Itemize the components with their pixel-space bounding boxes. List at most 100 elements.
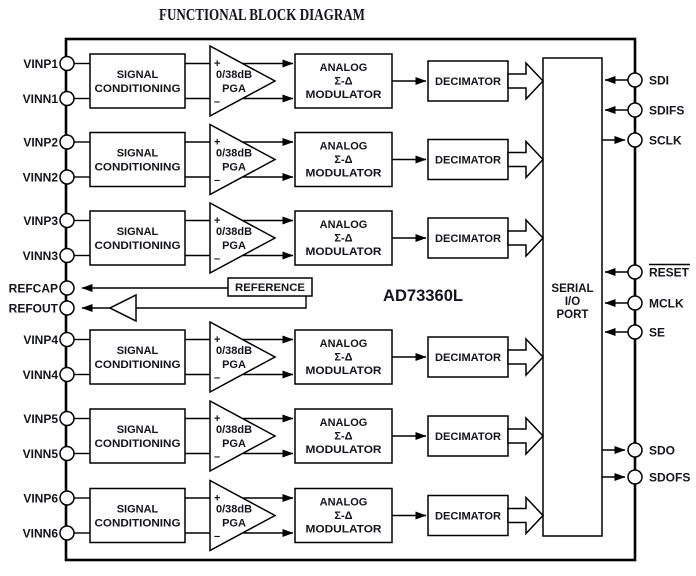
vinn-pin-label-1: VINN1 (23, 92, 59, 106)
modulator-label3-1: MODULATOR (306, 89, 382, 101)
vinn-pin-label-3: VINN3 (23, 249, 59, 263)
pga-gain-label-2: 0/38dB (216, 148, 252, 160)
modulator-label3-4: MODULATOR (306, 365, 382, 377)
pga-minus-sign-6: – (214, 531, 220, 543)
signal-conditioning-label1-5: SIGNAL (117, 424, 159, 436)
pga-triangle-2 (209, 123, 277, 196)
signal-conditioning-label2-3: CONDITIONING (95, 240, 181, 252)
pga-minus-sign-3: – (214, 253, 220, 265)
channel-5: VINP5VINN5SIGNALCONDITIONING+–0/38dBPGAA… (23, 399, 545, 473)
pga-name-label-1: PGA (222, 83, 246, 95)
pin-label: RESET (649, 266, 690, 280)
decimator-box-4 (427, 336, 509, 378)
pga-gain-label-3: 0/38dB (216, 226, 252, 238)
decimator-to-port-block-arrow-1 (507, 61, 545, 101)
channel-6: VINP6VINN6SIGNALCONDITIONING+–0/38dBPGAA… (23, 479, 545, 552)
pin-terminal (627, 469, 643, 485)
serial-port-box (542, 57, 603, 537)
pga-triangle-3 (209, 201, 277, 275)
vinn-pin-label-2: VINN2 (23, 171, 59, 185)
pga-triangle-6 (209, 479, 277, 552)
modulator-box-1 (294, 53, 393, 109)
pga-plus-sign-1: + (214, 58, 220, 70)
decimator-label-3: DECIMATOR (435, 233, 501, 245)
signal-conditioning-box-1 (89, 53, 186, 109)
pga-plus-sign-3: + (214, 215, 220, 227)
vinp-pin-label-5: VINP5 (23, 412, 58, 426)
modulator-label1-4: ANALOG (320, 338, 368, 350)
modulator-label2-3: Σ-Δ (334, 233, 352, 245)
signal-conditioning-box-4 (89, 329, 186, 385)
decimator-label-4: DECIMATOR (435, 352, 501, 364)
signal-conditioning-box-3 (89, 210, 186, 266)
pga-name-label-4: PGA (222, 359, 246, 371)
pga-name-label-3: PGA (222, 240, 246, 252)
refout-buffer-triangle (108, 293, 137, 323)
modulator-box-5 (294, 408, 393, 464)
modulator-label3-5: MODULATOR (306, 444, 382, 456)
modulator-label2-6: Σ-Δ (334, 510, 352, 522)
serial-io-port-block: SERIAL I/O PORT (542, 57, 603, 537)
pin-terminal (627, 324, 643, 340)
pga-triangle-1 (209, 44, 277, 118)
signal-conditioning-label1-6: SIGNAL (117, 504, 159, 516)
vinn-terminal-4 (59, 366, 75, 383)
pga-gain-label-6: 0/38dB (216, 504, 252, 516)
channel-3: VINP3VINN3SIGNALCONDITIONING+–0/38dBPGAA… (23, 201, 545, 275)
decimator-to-port-block-arrow-2 (507, 139, 545, 180)
reference-box (227, 277, 313, 297)
modulator-label3-3: MODULATOR (306, 246, 382, 258)
modulator-label2-1: Σ-Δ (334, 76, 352, 88)
signal-conditioning-label1-3: SIGNAL (117, 226, 159, 238)
vinn-terminal-1 (59, 90, 75, 107)
signal-conditioning-label1-2: SIGNAL (117, 148, 159, 160)
vinp-pin-label-1: VINP1 (23, 57, 58, 71)
refout-pin-label: REFOUT (9, 302, 59, 316)
decimator-box-6 (427, 494, 509, 537)
decimator-to-port-block-arrow-3 (507, 218, 545, 258)
vinp-terminal-6 (59, 490, 75, 506)
channel-4: VINP4VINN4SIGNALCONDITIONING+–0/38dBPGAA… (23, 320, 545, 394)
signal-conditioning-label2-6: CONDITIONING (95, 518, 181, 530)
modulator-label2-5: Σ-Δ (334, 431, 352, 443)
vinp-terminal-5 (59, 410, 75, 427)
signal-conditioning-box-5 (89, 408, 186, 464)
right-pin-se: SE (604, 324, 665, 340)
pga-plus-sign-5: + (214, 413, 220, 425)
modulator-label1-6: ANALOG (320, 497, 368, 509)
right-pin-sdofs: SDOFS (602, 469, 690, 485)
modulator-label1-2: ANALOG (320, 141, 368, 153)
pga-gain-label-1: 0/38dB (216, 69, 252, 81)
reference-block: REFERENCE REFCAP REFOUT (9, 277, 313, 323)
pga-name-label-2: PGA (222, 162, 246, 174)
vinn-terminal-5 (59, 445, 75, 462)
pin-label: MCLK (649, 297, 684, 311)
pin-terminal (627, 132, 643, 148)
vinp-pin-label-3: VINP3 (23, 214, 58, 228)
decimator-label-1: DECIMATOR (435, 76, 501, 88)
pga-gain-label-5: 0/38dB (216, 424, 252, 436)
signal-conditioning-label2-1: CONDITIONING (95, 83, 181, 95)
signal-conditioning-label2-5: CONDITIONING (95, 438, 181, 450)
refout-terminal (59, 300, 75, 316)
decimator-label-2: DECIMATOR (435, 155, 501, 167)
signal-conditioning-label2-4: CONDITIONING (95, 359, 181, 371)
pga-minus-sign-2: – (214, 175, 220, 187)
pin-terminal (627, 72, 643, 88)
vinn-terminal-2 (59, 169, 75, 185)
modulator-label1-5: ANALOG (320, 417, 368, 429)
modulator-label3-2: MODULATOR (306, 168, 382, 180)
channel-1: VINP1VINN1SIGNALCONDITIONING+–0/38dBPGAA… (23, 44, 545, 118)
serial-port-label-line3: PORT (557, 309, 589, 321)
chip-label: AD73360L (383, 286, 463, 305)
vinp-terminal-1 (59, 55, 75, 72)
signal-conditioning-label1-1: SIGNAL (117, 69, 159, 81)
pga-gain-label-4: 0/38dB (216, 345, 252, 357)
pga-triangle-4 (209, 320, 277, 394)
pga-name-label-6: PGA (222, 518, 246, 530)
pin-label: SDI (649, 74, 669, 88)
right-pin-sdifs: SDIFS (604, 102, 684, 118)
